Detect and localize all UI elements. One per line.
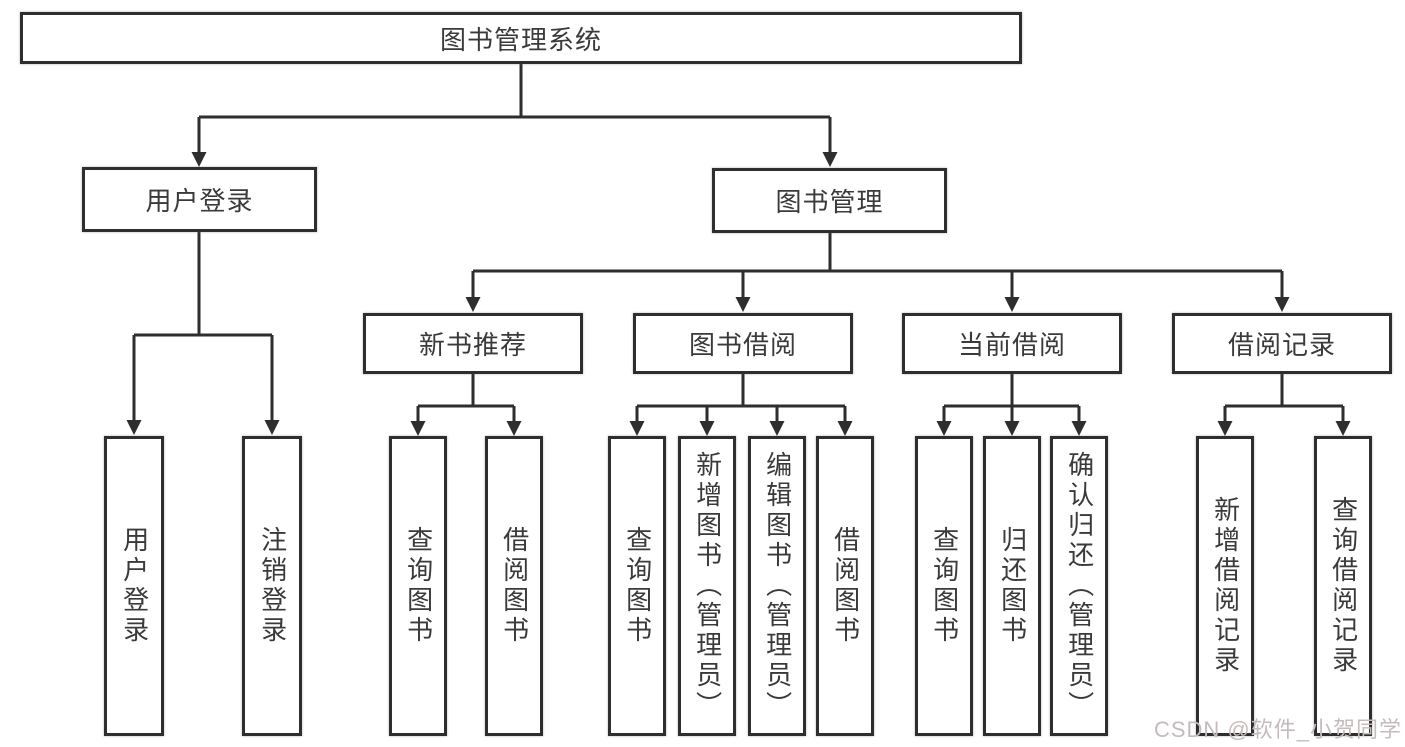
leaf-label: 确认归还（管理员）: [1064, 451, 1095, 721]
watermark: CSDN @软件_小贺同学: [1153, 717, 1402, 742]
leaf-label: 查询图书: [929, 526, 960, 646]
node-label: 借阅记录: [1227, 330, 1336, 360]
node-book-management: 图书管理: [712, 168, 947, 233]
leaf-label: 查询图书: [622, 526, 653, 646]
node-user-login: 用户登录: [82, 167, 317, 232]
leaf-confirm-return-admin: 确认归还（管理员）: [1050, 436, 1108, 736]
leaf-label: 注销登录: [257, 526, 288, 646]
leaf-label: 查询借阅记录: [1328, 496, 1359, 676]
leaf-return-book: 归还图书: [983, 436, 1041, 736]
leaf-label: 借阅图书: [499, 526, 530, 646]
leaf-user-login: 用户登录: [104, 436, 164, 736]
node-label: 图书借阅: [688, 330, 797, 360]
leaf-label: 新增借阅记录: [1210, 496, 1241, 676]
leaf-label: 编辑图书（管理员）: [762, 451, 793, 721]
leaf-edit-book-admin: 编辑图书（管理员）: [748, 436, 806, 736]
leaf-label: 新增图书（管理员）: [692, 451, 723, 721]
node-label: 用户登录: [145, 186, 254, 216]
leaf-label: 查询图书: [403, 526, 434, 646]
leaf-add-borrow-record: 新增借阅记录: [1196, 436, 1254, 736]
node-label: 当前借阅: [957, 330, 1066, 360]
leaf-logout: 注销登录: [242, 436, 302, 736]
leaf-query-books-3: 查询图书: [915, 436, 973, 736]
leaf-label: 借阅图书: [830, 526, 861, 646]
leaf-label: 用户登录: [119, 526, 150, 646]
leaf-add-book-admin: 新增图书（管理员）: [678, 436, 736, 736]
node-current-borrow: 当前借阅: [902, 313, 1122, 374]
node-library-management-system: 图书管理系统: [20, 12, 1022, 64]
leaf-label: 归还图书: [997, 526, 1028, 646]
node-borrow-records: 借阅记录: [1172, 313, 1392, 374]
node-label: 图书管理: [775, 187, 884, 217]
leaf-query-books-2: 查询图书: [608, 436, 666, 736]
leaf-query-borrow-record: 查询借阅记录: [1314, 436, 1372, 736]
node-label: 新书推荐: [418, 330, 527, 360]
leaf-borrow-books-1: 借阅图书: [485, 436, 543, 736]
leaf-query-books-1: 查询图书: [389, 436, 447, 736]
node-label: 图书管理系统: [439, 24, 602, 55]
leaf-borrow-books-2: 借阅图书: [816, 436, 874, 736]
node-book-borrow: 图书借阅: [633, 313, 853, 374]
node-new-book-recommend: 新书推荐: [363, 313, 583, 374]
